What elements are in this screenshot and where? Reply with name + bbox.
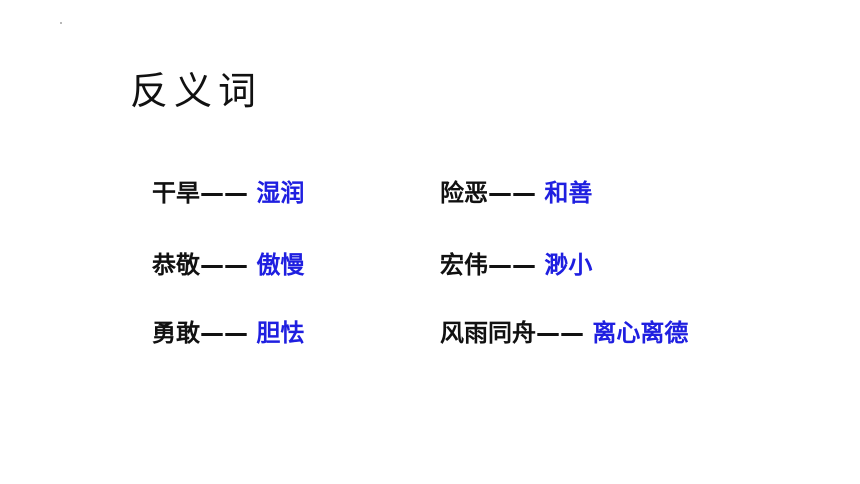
antonym-pair: 干旱—— 湿润 <box>152 178 304 208</box>
pair-antonym: 离心离德 <box>592 319 689 347</box>
pair-word: 干旱—— <box>152 179 248 207</box>
pair-antonym: 傲慢 <box>256 251 305 279</box>
pair-word: 恭敬—— <box>152 251 248 279</box>
antonym-pair: 险恶—— 和善 <box>440 178 592 208</box>
pair-word: 勇敢—— <box>152 319 248 347</box>
pair-word: 宏伟—— <box>440 251 536 279</box>
antonym-pair: 恭敬—— 傲慢 <box>152 250 304 280</box>
pair-antonym: 和善 <box>544 179 593 207</box>
pair-word: 险恶—— <box>440 179 536 207</box>
pair-antonym: 湿润 <box>256 179 305 207</box>
antonym-pair: 宏伟—— 渺小 <box>440 250 592 280</box>
pair-word: 风雨同舟—— <box>440 319 584 347</box>
antonym-pair: 勇敢—— 胆怯 <box>152 318 304 348</box>
pair-antonym: 渺小 <box>544 251 593 279</box>
pair-antonym: 胆怯 <box>256 319 305 347</box>
page-title: 反义词 <box>130 69 263 113</box>
antonym-pair: 风雨同舟—— 离心离德 <box>440 318 688 348</box>
decorative-dot <box>60 22 62 24</box>
